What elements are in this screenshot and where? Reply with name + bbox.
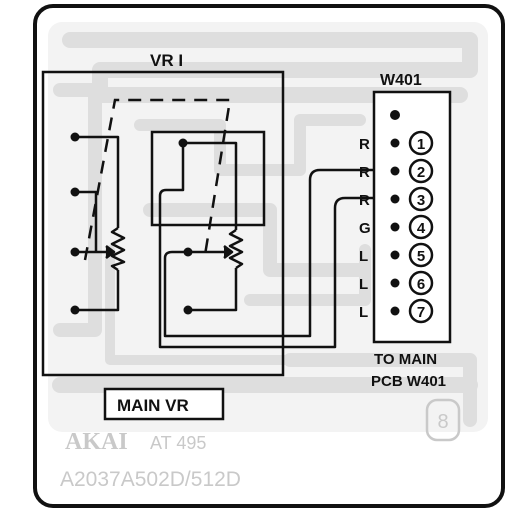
pin-number-circle: [408, 298, 434, 324]
pin-number: 6: [417, 276, 425, 293]
pin-dot: [390, 250, 400, 260]
pin-dot: [390, 194, 400, 204]
main-vr-box: [103, 387, 225, 421]
pin-letter: R: [359, 192, 370, 209]
left-pot-terminals: [70, 132, 80, 315]
part-number-text: A2037A502D/512D: [60, 468, 241, 491]
pin-letter: L: [359, 248, 368, 265]
pin-letter: G: [359, 220, 371, 237]
pin-number-circle: [408, 130, 434, 156]
pin-number-circle: [408, 158, 434, 184]
pin-dot: [390, 306, 400, 316]
gang-link-dashed: [83, 98, 232, 261]
right-potentiometer: [183, 141, 244, 312]
page-number-box: [425, 398, 461, 442]
brand-text: AKAI: [65, 429, 128, 455]
vr1-inner-box: [150, 130, 266, 227]
connector-label: W401: [380, 72, 422, 89]
pin-number: 5: [417, 248, 425, 265]
pin-number-circle: [408, 270, 434, 296]
wires: [158, 143, 385, 349]
pin-letter: L: [359, 304, 368, 321]
pin-letter: R: [359, 136, 370, 153]
pin-dot: [390, 278, 400, 288]
left-potentiometer: [75, 135, 126, 312]
page-number: 8: [437, 411, 448, 433]
connector-key-dot: [390, 110, 400, 120]
vr1-label: VR I: [150, 51, 183, 70]
to-main-line2: PCB W401: [371, 373, 446, 390]
pin-letter: R: [359, 164, 370, 181]
pin-number-circle: [408, 186, 434, 212]
main-vr-label: MAIN VR: [117, 396, 189, 415]
pin-number: 7: [417, 304, 425, 321]
pin-number: 1: [417, 136, 425, 153]
vr1-outer-box: [41, 70, 285, 377]
connector-w401: [372, 90, 452, 344]
pin-number: 4: [417, 220, 426, 237]
pin-number-circle: [408, 242, 434, 268]
pin-number-circle: [408, 214, 434, 240]
pin-number: 3: [417, 192, 425, 209]
pin-dot: [390, 166, 400, 176]
pin-dot: [390, 222, 400, 232]
pin-dot: [390, 138, 400, 148]
model-text: AT 495: [150, 433, 206, 453]
to-main-line1: TO MAIN: [374, 351, 437, 368]
pin-letter: L: [359, 276, 368, 293]
pin-number: 2: [417, 164, 425, 181]
